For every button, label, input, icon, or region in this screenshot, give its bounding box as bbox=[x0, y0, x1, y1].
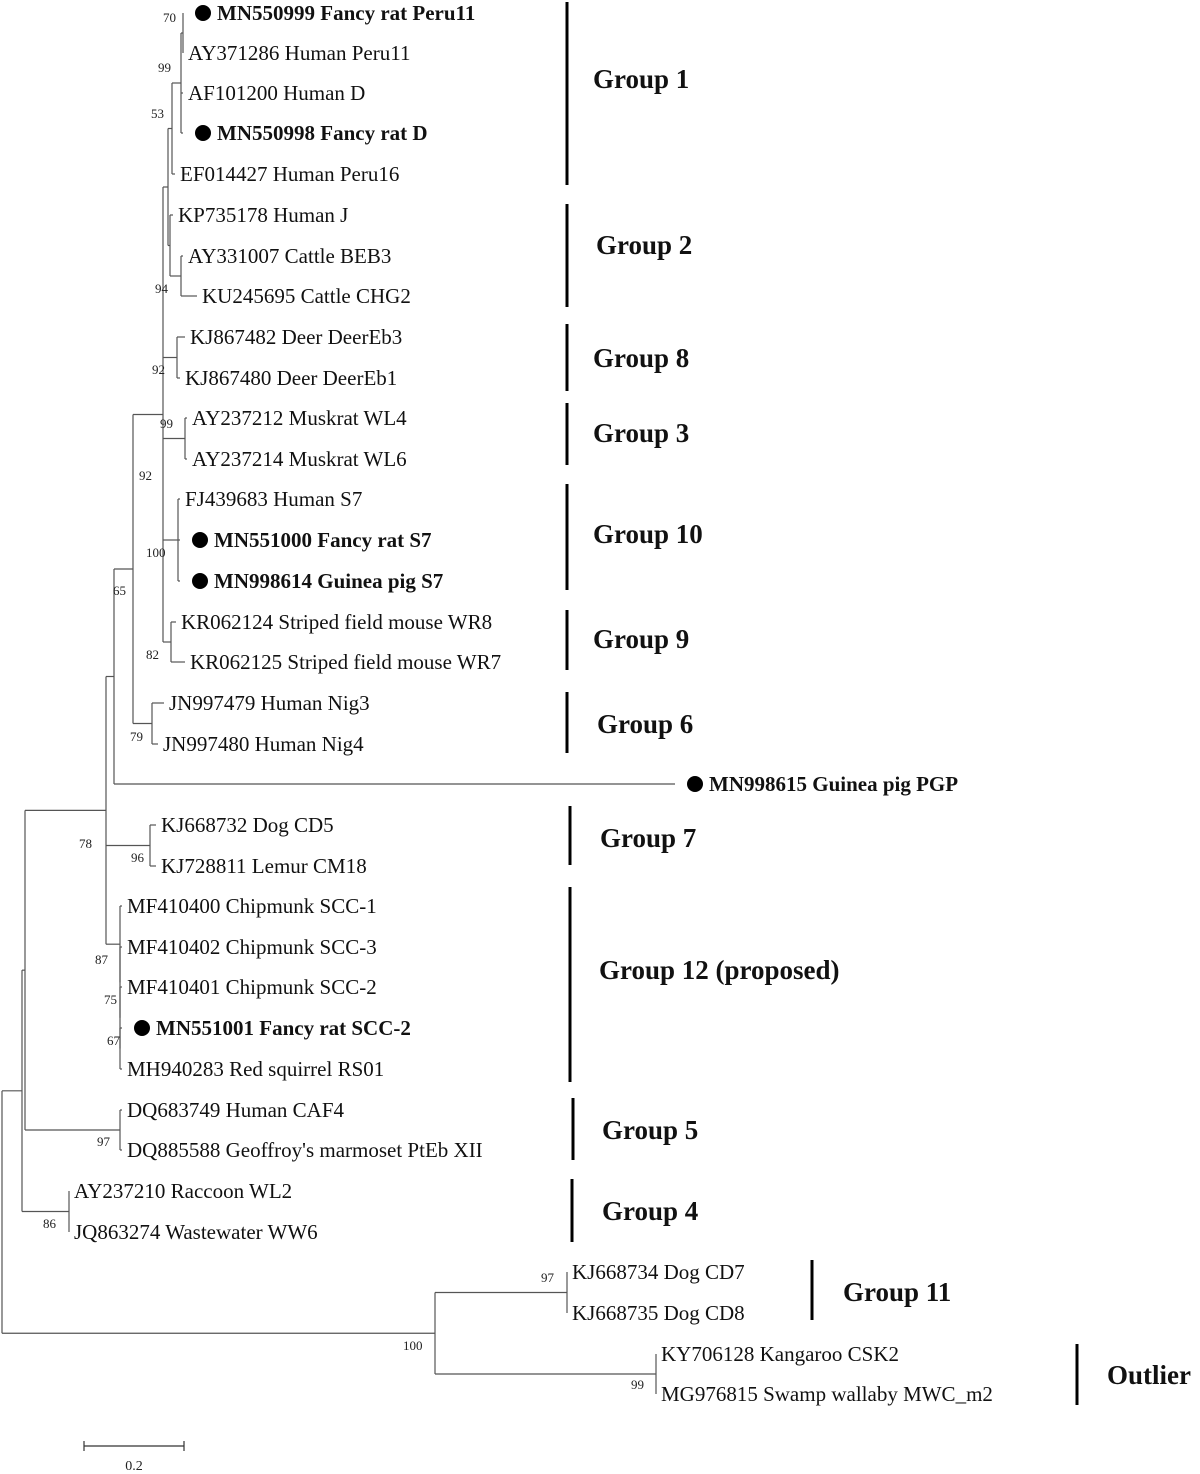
taxon-label-t11: AY237212 Muskrat WL4 bbox=[192, 406, 407, 430]
taxon-label-t34: KY706128 Kangaroo CSK2 bbox=[661, 1342, 899, 1366]
group-label-g3: Group 3 bbox=[593, 418, 689, 448]
taxon-label-t32: KJ668734 Dog CD7 bbox=[572, 1260, 745, 1284]
taxon-label-t02: AY371286 Human Peru11 bbox=[188, 41, 410, 65]
group-label-g10: Group 10 bbox=[593, 519, 703, 549]
bootstrap-value: 86 bbox=[43, 1216, 57, 1231]
taxon-label-t07: AY331007 Cattle BEB3 bbox=[188, 244, 391, 268]
taxon-label-t25: MF410401 Chipmunk SCC-2 bbox=[127, 975, 377, 999]
bootstrap-value: 87 bbox=[95, 952, 109, 967]
sample-marker-t14 bbox=[192, 532, 208, 548]
group-label-g6: Group 6 bbox=[597, 709, 693, 739]
taxon-label-t21: KJ668732 Dog CD5 bbox=[161, 813, 334, 837]
taxon-label-t08: KU245695 Cattle CHG2 bbox=[202, 284, 411, 308]
tree-branches bbox=[1, 13, 675, 1394]
bootstrap-value: 92 bbox=[139, 468, 152, 483]
taxon-label-t19: JN997480 Human Nig4 bbox=[163, 732, 364, 756]
bootstrap-values: 70 99 53 94 92 99 92 100 82 65 79 96 78 87 75 67 97 86 97 1… bbox=[43, 10, 644, 1392]
bootstrap-value: 97 bbox=[541, 1270, 555, 1285]
taxon-label-t27: MH940283 Red squirrel RS01 bbox=[127, 1057, 384, 1081]
bootstrap-value: 96 bbox=[131, 850, 145, 865]
taxon-label-t03: AF101200 Human D bbox=[188, 81, 365, 105]
taxon-label-t31: JQ863274 Wastewater WW6 bbox=[74, 1220, 318, 1244]
taxon-label-t05: EF014427 Human Peru16 bbox=[180, 162, 399, 186]
taxon-label-t10: KJ867480 Deer DeerEb1 bbox=[185, 366, 397, 390]
taxon-label-t16: KR062124 Striped field mouse WR8 bbox=[181, 610, 492, 634]
bootstrap-value: 67 bbox=[107, 1033, 121, 1048]
taxon-label-t30: AY237210 Raccoon WL2 bbox=[74, 1179, 292, 1203]
bootstrap-value: 75 bbox=[104, 992, 117, 1007]
taxon-label-t33: KJ668735 Dog CD8 bbox=[572, 1301, 745, 1325]
bootstrap-value: 78 bbox=[79, 836, 92, 851]
bootstrap-value: 70 bbox=[163, 10, 176, 25]
scale-bar: 0.2 bbox=[83, 1441, 185, 1474]
taxon-label-t14: MN551000 Fancy rat S7 bbox=[214, 528, 432, 552]
sample-marker-t01 bbox=[195, 5, 211, 21]
group-label-g8: Group 8 bbox=[593, 343, 689, 373]
taxon-label-t24: MF410402 Chipmunk SCC-3 bbox=[127, 935, 377, 959]
taxon-label-t20: MN998615 Guinea pig PGP bbox=[709, 772, 958, 796]
taxon-label-t29: DQ885588 Geoffroy's marmoset PtEb XII bbox=[127, 1138, 483, 1162]
group-annotations: Group 1 Group 2 Group 8 Group 3 Group 10 Grou… bbox=[565, 2, 1191, 1405]
bootstrap-value: 99 bbox=[160, 416, 173, 431]
taxon-label-t26: MN551001 Fancy rat SCC-2 bbox=[156, 1016, 411, 1040]
taxon-label-t28: DQ683749 Human CAF4 bbox=[127, 1098, 345, 1122]
bootstrap-value: 82 bbox=[146, 647, 159, 662]
bootstrap-value: 94 bbox=[155, 281, 169, 296]
taxon-label-t04: MN550998 Fancy rat D bbox=[217, 121, 428, 145]
bootstrap-value: 99 bbox=[158, 60, 171, 75]
bootstrap-value: 100 bbox=[146, 545, 166, 560]
taxon-label-t17: KR062125 Striped field mouse WR7 bbox=[190, 650, 501, 674]
group-label-g1: Group 1 bbox=[593, 64, 689, 94]
sample-markers bbox=[134, 5, 703, 1036]
taxon-label-t12: AY237214 Muskrat WL6 bbox=[192, 447, 407, 471]
taxon-label-t23: MF410400 Chipmunk SCC-1 bbox=[127, 894, 377, 918]
group-label-gout: Outlier bbox=[1107, 1360, 1191, 1390]
taxon-label-t13: FJ439683 Human S7 bbox=[185, 487, 362, 511]
sample-marker-t26 bbox=[134, 1020, 150, 1036]
group-label-g9: Group 9 bbox=[593, 624, 689, 654]
group-label-g11: Group 11 bbox=[843, 1277, 951, 1307]
group-label-g12: Group 12 (proposed) bbox=[599, 955, 840, 985]
scale-bar-label: 0.2 bbox=[125, 1459, 143, 1474]
bootstrap-value: 97 bbox=[97, 1134, 111, 1149]
taxon-label-t06: KP735178 Human J bbox=[178, 203, 348, 227]
taxon-label-t35: MG976815 Swamp wallaby MWC_m2 bbox=[661, 1382, 993, 1406]
taxon-label-t01: MN550999 Fancy rat Peru11 bbox=[217, 1, 475, 25]
group-label-g5: Group 5 bbox=[602, 1115, 698, 1145]
taxon-label-t09: KJ867482 Deer DeerEb3 bbox=[190, 325, 402, 349]
group-label-g7: Group 7 bbox=[600, 823, 696, 853]
taxon-label-t15: MN998614 Guinea pig S7 bbox=[214, 569, 443, 593]
sample-marker-t04 bbox=[195, 125, 211, 141]
bootstrap-value: 92 bbox=[152, 362, 165, 377]
bootstrap-value: 99 bbox=[631, 1377, 644, 1392]
bootstrap-value: 100 bbox=[403, 1338, 423, 1353]
group-label-g4: Group 4 bbox=[602, 1196, 698, 1226]
sample-marker-t15 bbox=[192, 573, 208, 589]
bootstrap-value: 53 bbox=[151, 106, 164, 121]
group-label-g2: Group 2 bbox=[596, 230, 692, 260]
bootstrap-value: 65 bbox=[113, 583, 126, 598]
taxon-label-t22: KJ728811 Lemur CM18 bbox=[161, 854, 367, 878]
bootstrap-value: 79 bbox=[130, 729, 143, 744]
sample-marker-t20 bbox=[687, 776, 703, 792]
taxon-label-t18: JN997479 Human Nig3 bbox=[169, 691, 370, 715]
